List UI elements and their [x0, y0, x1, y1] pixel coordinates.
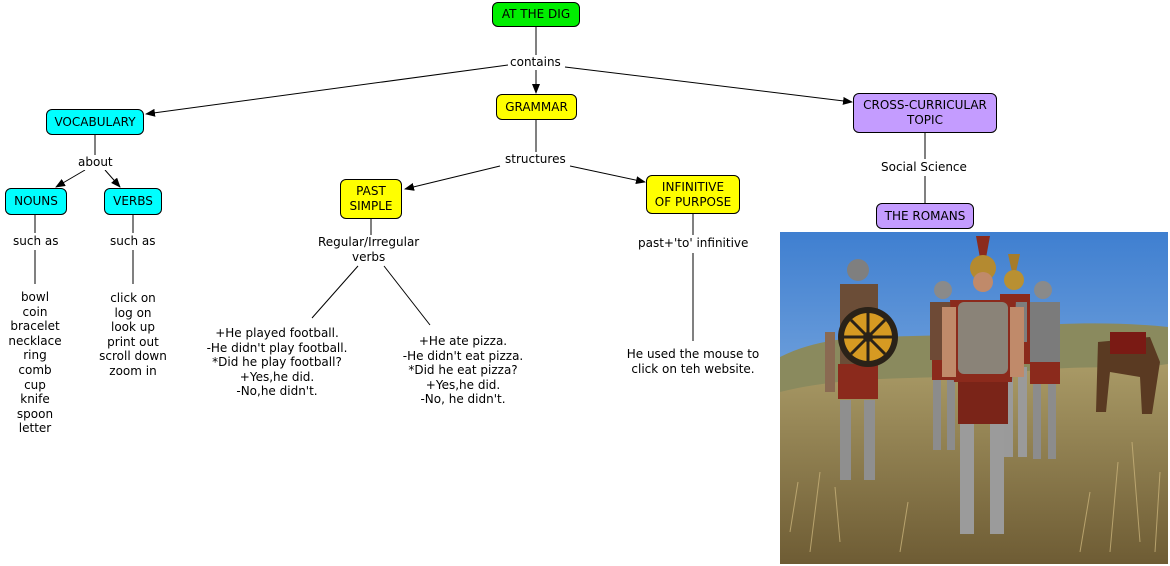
verbs-node-label: VERBS	[113, 194, 153, 208]
link-label-past-to-infinitive: past+'to' infinitive	[636, 236, 751, 251]
grammar-node-label: GRAMMAR	[505, 99, 568, 114]
vocabulary-node-label: VOCABULARY	[54, 114, 136, 129]
the-romans-node[interactable]: THE ROMANS	[876, 203, 974, 229]
link-label-structures: structures	[503, 152, 568, 167]
verbs-list: click on log on look up print out scroll…	[99, 291, 167, 378]
verbs-node[interactable]: VERBS	[104, 188, 162, 215]
link-label-contains: contains	[508, 55, 563, 70]
infinitive-of-purpose-node[interactable]: INFINITIVE OF PURPOSE	[646, 175, 740, 214]
nouns-node[interactable]: NOUNS	[5, 188, 67, 215]
cross-curricular-node[interactable]: CROSS-CURRICULAR TOPIC	[853, 93, 997, 133]
link-label-such-as-verbs: such as	[108, 234, 158, 249]
link-label-regular-irregular: Regular/Irregular verbs	[316, 235, 422, 265]
regular-verb-examples: +He played football. -He didn't play foo…	[206, 326, 348, 399]
roman-soldiers-illustration	[780, 232, 1168, 564]
link-label-about: about	[76, 155, 115, 170]
nouns-list: bowl coin bracelet necklace ring comb cu…	[8, 290, 62, 436]
link-label-social-science: Social Science	[879, 160, 969, 175]
root-node-label: AT THE DIG	[501, 7, 571, 21]
vocabulary-node[interactable]: VOCABULARY	[46, 109, 144, 135]
cross-curricular-node-label: CROSS-CURRICULAR TOPIC	[863, 98, 987, 127]
the-romans-node-label: THE ROMANS	[884, 208, 966, 223]
link-label-such-as-nouns: such as	[11, 234, 61, 249]
infinitive-node-label: INFINITIVE OF PURPOSE	[654, 179, 732, 209]
irregular-verb-examples: +He ate pizza. -He didn't eat pizza. *Di…	[402, 334, 524, 407]
infinitive-example: He used the mouse to click on teh websit…	[626, 347, 760, 376]
root-node-at-the-dig[interactable]: AT THE DIG	[492, 2, 580, 27]
past-simple-node-label: PAST SIMPLE	[349, 184, 393, 213]
roman-soldiers-photo	[780, 232, 1168, 564]
nouns-node-label: NOUNS	[14, 194, 58, 208]
past-simple-node[interactable]: PAST SIMPLE	[340, 179, 402, 219]
grammar-node[interactable]: GRAMMAR	[496, 94, 577, 120]
